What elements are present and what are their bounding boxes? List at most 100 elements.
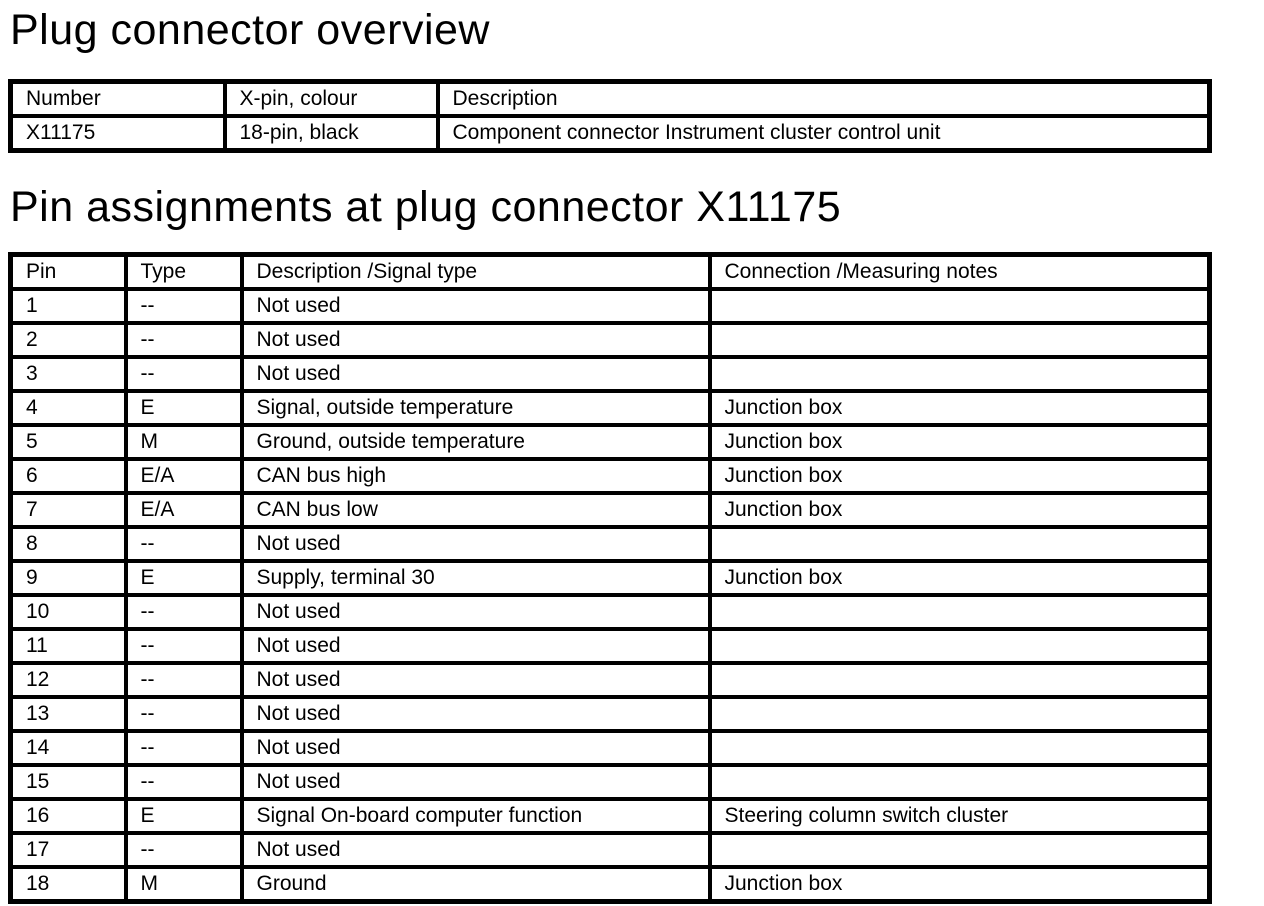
table-cell: CAN bus low — [239, 491, 712, 530]
table-cell: -- — [123, 831, 244, 870]
table-cell — [707, 355, 1212, 394]
table-cell — [707, 695, 1212, 734]
table-cell: Signal, outside temperature — [239, 389, 712, 428]
table-cell: 2 — [8, 321, 128, 360]
table-cell: Component connector Instrument cluster c… — [435, 114, 1212, 153]
table-cell: -- — [123, 661, 244, 700]
table-cell: Not used — [239, 763, 712, 802]
table-row: 1--Not used — [8, 287, 1212, 326]
table-cell — [707, 525, 1212, 564]
table-cell: 9 — [8, 559, 128, 598]
table-cell: 15 — [8, 763, 128, 802]
table-cell: Supply, terminal 30 — [239, 559, 712, 598]
table-cell: Ground — [239, 865, 712, 904]
table-cell: Not used — [239, 593, 712, 632]
table-cell: -- — [123, 321, 244, 360]
column-header: Description /Signal type — [239, 252, 712, 292]
table-cell: 17 — [8, 831, 128, 870]
table-cell: X11175 — [8, 114, 227, 153]
table-cell — [707, 763, 1212, 802]
table-cell — [707, 321, 1212, 360]
table-row: 14--Not used — [8, 729, 1212, 768]
table-cell — [707, 729, 1212, 768]
column-header: X-pin, colour — [222, 79, 440, 119]
table-cell: Junction box — [707, 865, 1212, 904]
table-cell: 18-pin, black — [222, 114, 440, 153]
table-cell: Not used — [239, 695, 712, 734]
table-cell: 4 — [8, 389, 128, 428]
table-cell: CAN bus high — [239, 457, 712, 496]
table-cell: 7 — [8, 491, 128, 530]
table-row: 11--Not used — [8, 627, 1212, 666]
table-cell: Signal On-board computer function — [239, 797, 712, 836]
table-cell: M — [123, 865, 244, 904]
table-cell: Junction box — [707, 389, 1212, 428]
table-cell: Steering column switch cluster — [707, 797, 1212, 836]
table-cell: Not used — [239, 525, 712, 564]
table-cell: Not used — [239, 729, 712, 768]
table-cell: 1 — [8, 287, 128, 326]
table-cell: 5 — [8, 423, 128, 462]
table-cell: -- — [123, 525, 244, 564]
table-cell: Not used — [239, 661, 712, 700]
table-cell: Junction box — [707, 559, 1212, 598]
table-cell: E — [123, 797, 244, 836]
table-row: 2--Not used — [8, 321, 1212, 360]
table-cell: E — [123, 389, 244, 428]
table-cell: E — [123, 559, 244, 598]
table-cell: -- — [123, 355, 244, 394]
column-header: Number — [8, 79, 227, 119]
table-cell: 16 — [8, 797, 128, 836]
table-cell — [707, 627, 1212, 666]
table-cell: 8 — [8, 525, 128, 564]
column-header: Type — [123, 252, 244, 292]
table-cell: -- — [123, 763, 244, 802]
table-cell: 14 — [8, 729, 128, 768]
table-cell: Junction box — [707, 457, 1212, 496]
table-cell — [707, 831, 1212, 870]
pin-assignments-title: Pin assignments at plug connector X11175 — [10, 183, 842, 232]
plug-connector-overview-title: Plug connector overview — [10, 6, 490, 54]
table-cell: 12 — [8, 661, 128, 700]
table-cell: -- — [123, 729, 244, 768]
table-cell: Not used — [239, 831, 712, 870]
table-cell: Not used — [239, 321, 712, 360]
table-row: 12--Not used — [8, 661, 1212, 700]
table-cell: Junction box — [707, 491, 1212, 530]
table-cell: Not used — [239, 627, 712, 666]
table-row: 15--Not used — [8, 763, 1212, 802]
table-cell: 6 — [8, 457, 128, 496]
table-cell: 3 — [8, 355, 128, 394]
table-cell: -- — [123, 287, 244, 326]
column-header: Pin — [8, 252, 128, 292]
table-cell: E/A — [123, 457, 244, 496]
table-cell: 11 — [8, 627, 128, 666]
table-cell — [707, 661, 1212, 700]
column-header: Connection /Measuring notes — [707, 252, 1212, 292]
table-cell — [707, 287, 1212, 326]
table-row: 13--Not used — [8, 695, 1212, 734]
table-cell — [707, 593, 1212, 632]
table-cell: Ground, outside temperature — [239, 423, 712, 462]
table-cell: 10 — [8, 593, 128, 632]
table-row: 3--Not used — [8, 355, 1212, 394]
table-cell: -- — [123, 695, 244, 734]
column-header: Description — [435, 79, 1212, 119]
table-row: 8--Not used — [8, 525, 1212, 564]
table-cell: Not used — [239, 355, 712, 394]
table-row: 17--Not used — [8, 831, 1212, 870]
table-cell: Not used — [239, 287, 712, 326]
table-cell: -- — [123, 627, 244, 666]
